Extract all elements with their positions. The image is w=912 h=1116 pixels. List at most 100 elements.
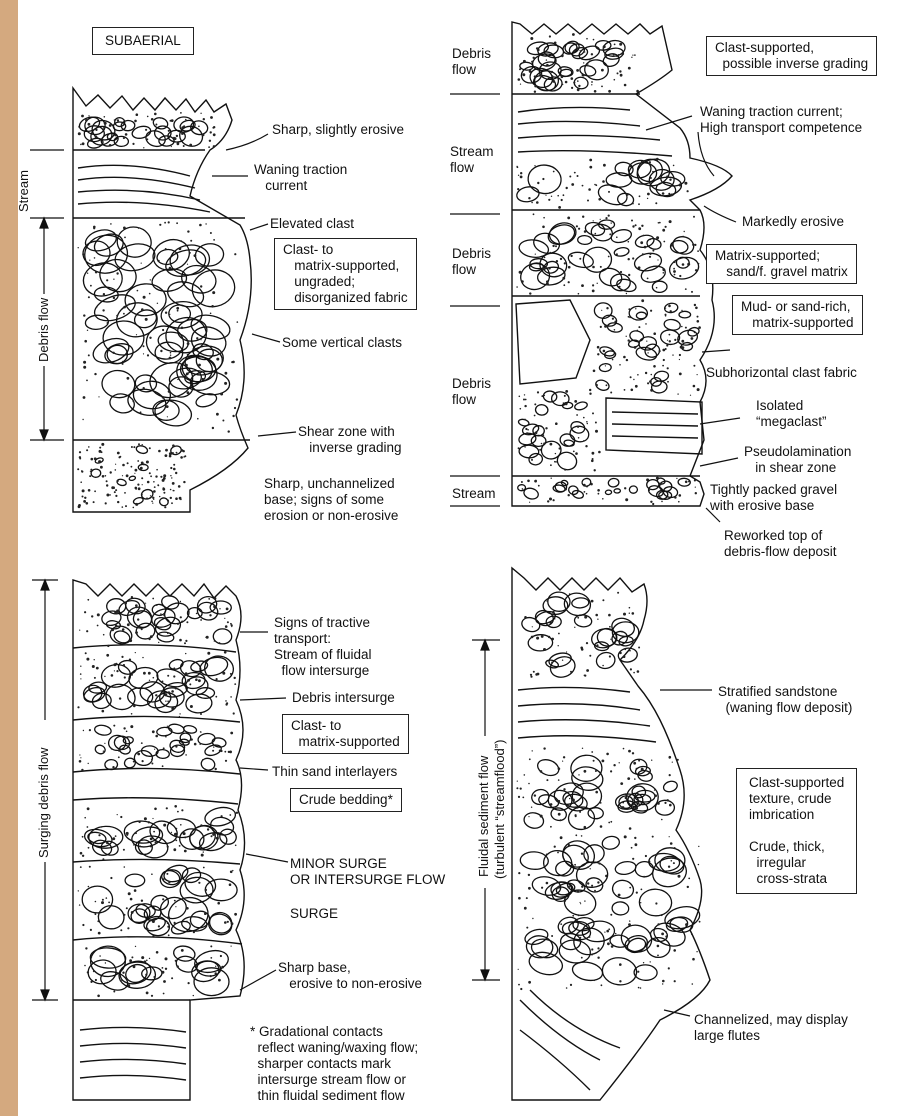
sand-grain [135, 503, 138, 506]
sand-grain [190, 874, 191, 875]
sand-grain [540, 770, 543, 773]
sand-grain [147, 116, 149, 118]
sand-grain [620, 271, 622, 273]
sand-grain [151, 873, 153, 875]
sand-grain [197, 418, 199, 420]
sand-grain [84, 817, 86, 819]
sand-grain [219, 642, 221, 644]
sand-grain [578, 293, 580, 295]
sand-grain [575, 814, 577, 816]
sand-grain [699, 921, 701, 923]
clast-supported-box: Clast-supported, possible inverse gradin… [706, 36, 877, 76]
sand-grain [592, 266, 595, 269]
sand-grain [206, 636, 209, 639]
sand-grain [155, 841, 157, 843]
sand-grain [168, 691, 170, 693]
sand-grain [148, 821, 150, 823]
sand-grain [517, 188, 519, 190]
sand-grain [633, 672, 635, 674]
sand-grain [523, 399, 525, 401]
sand-grain [629, 165, 632, 168]
sand-grain [592, 458, 594, 460]
sand-grain [597, 346, 600, 349]
sand-grain [673, 949, 676, 952]
sharp-erosive-label: Sharp, slightly erosive [272, 122, 404, 138]
sand-grain [637, 670, 640, 673]
sand-grain [592, 412, 594, 414]
sand-grain [595, 791, 598, 794]
sand-grain [643, 235, 645, 237]
sand-grain [165, 449, 168, 452]
sand-grain [123, 727, 125, 729]
sand-grain [629, 920, 630, 921]
sand-grain [85, 652, 87, 654]
sand-grain [167, 633, 169, 635]
sand-grain [163, 993, 165, 995]
leader-line [258, 432, 296, 436]
sand-grain [236, 812, 238, 814]
sand-grain [145, 974, 147, 976]
sand-grain [695, 492, 697, 494]
clast [205, 879, 237, 901]
sand-grain [665, 226, 667, 228]
sand-grain [134, 889, 137, 892]
sand-grain [669, 340, 671, 342]
sand-grain [643, 876, 645, 878]
sand-grain [123, 227, 126, 230]
sand-grain [669, 836, 670, 837]
clast [584, 59, 610, 81]
sand-grain [196, 613, 198, 615]
sand-grain [168, 130, 170, 132]
sand-grain [610, 770, 612, 772]
sand-grain [177, 811, 179, 813]
sand-grain [539, 449, 541, 451]
sand-grain [138, 487, 141, 490]
sand-grain [542, 267, 545, 270]
sand-grain [88, 763, 89, 764]
sand-grain [696, 951, 697, 952]
clast [578, 235, 592, 244]
sand-grain [568, 281, 570, 283]
sand-grain [663, 359, 665, 361]
sand-grain [167, 926, 169, 928]
sand-grain [674, 496, 676, 498]
sand-grain [667, 367, 669, 369]
sand-grain [167, 500, 169, 502]
sand-grain [93, 970, 95, 972]
sand-grain [89, 260, 90, 261]
sand-grain [118, 749, 121, 752]
sand-grain [626, 193, 629, 196]
sand-grain [135, 832, 137, 834]
sand-grain [592, 290, 595, 293]
sand-grain [80, 673, 82, 675]
clast [633, 251, 663, 273]
sand-grain [150, 845, 152, 847]
sand-grain [546, 600, 547, 601]
stream-label: Stream [452, 486, 496, 502]
sand-grain [220, 393, 223, 396]
clast [94, 286, 119, 303]
sand-grain [541, 635, 544, 638]
clast [558, 938, 592, 964]
sand-grain [662, 980, 665, 983]
sand-grain [80, 144, 82, 146]
sand-grain [544, 395, 545, 396]
sand-grain [153, 976, 155, 978]
sand-grain [179, 639, 182, 642]
sand-grain [623, 748, 625, 750]
sand-grain [579, 258, 581, 260]
sand-grain [189, 683, 191, 685]
sand-grain [678, 875, 681, 878]
clast [124, 758, 136, 769]
sand-grain [103, 293, 105, 295]
sand-grain [153, 481, 155, 483]
sand-grain [628, 316, 630, 318]
sand-grain [174, 900, 176, 902]
sand-grain [133, 507, 135, 509]
sand-grain [162, 488, 165, 491]
sand-grain [605, 875, 608, 878]
sand-grain [101, 826, 102, 827]
sand-grain [103, 634, 105, 636]
sand-grain [549, 252, 551, 254]
sand-grain [595, 422, 597, 424]
